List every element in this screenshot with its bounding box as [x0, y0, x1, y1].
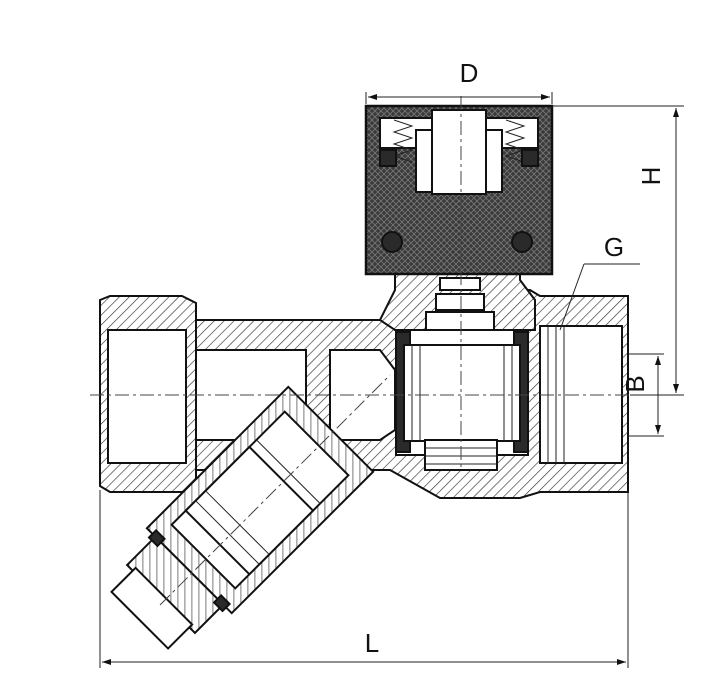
dimension-b: B: [620, 353, 664, 437]
dimension-g-label: G: [604, 232, 624, 262]
valve-ball: [395, 329, 529, 471]
dimension-h-label: H: [636, 167, 666, 186]
strainer-body: [110, 385, 375, 650]
dimension-l-label: L: [365, 628, 379, 658]
valve-cap: [364, 104, 554, 276]
dimension-d: D: [365, 58, 553, 104]
dimension-h: H: [552, 105, 684, 396]
dimension-b-label: B: [620, 375, 650, 392]
dimension-d-label: D: [460, 58, 479, 88]
strainer-centerline: [159, 374, 391, 606]
dimension-l: L: [99, 490, 629, 668]
dimension-g: G: [559, 232, 640, 331]
